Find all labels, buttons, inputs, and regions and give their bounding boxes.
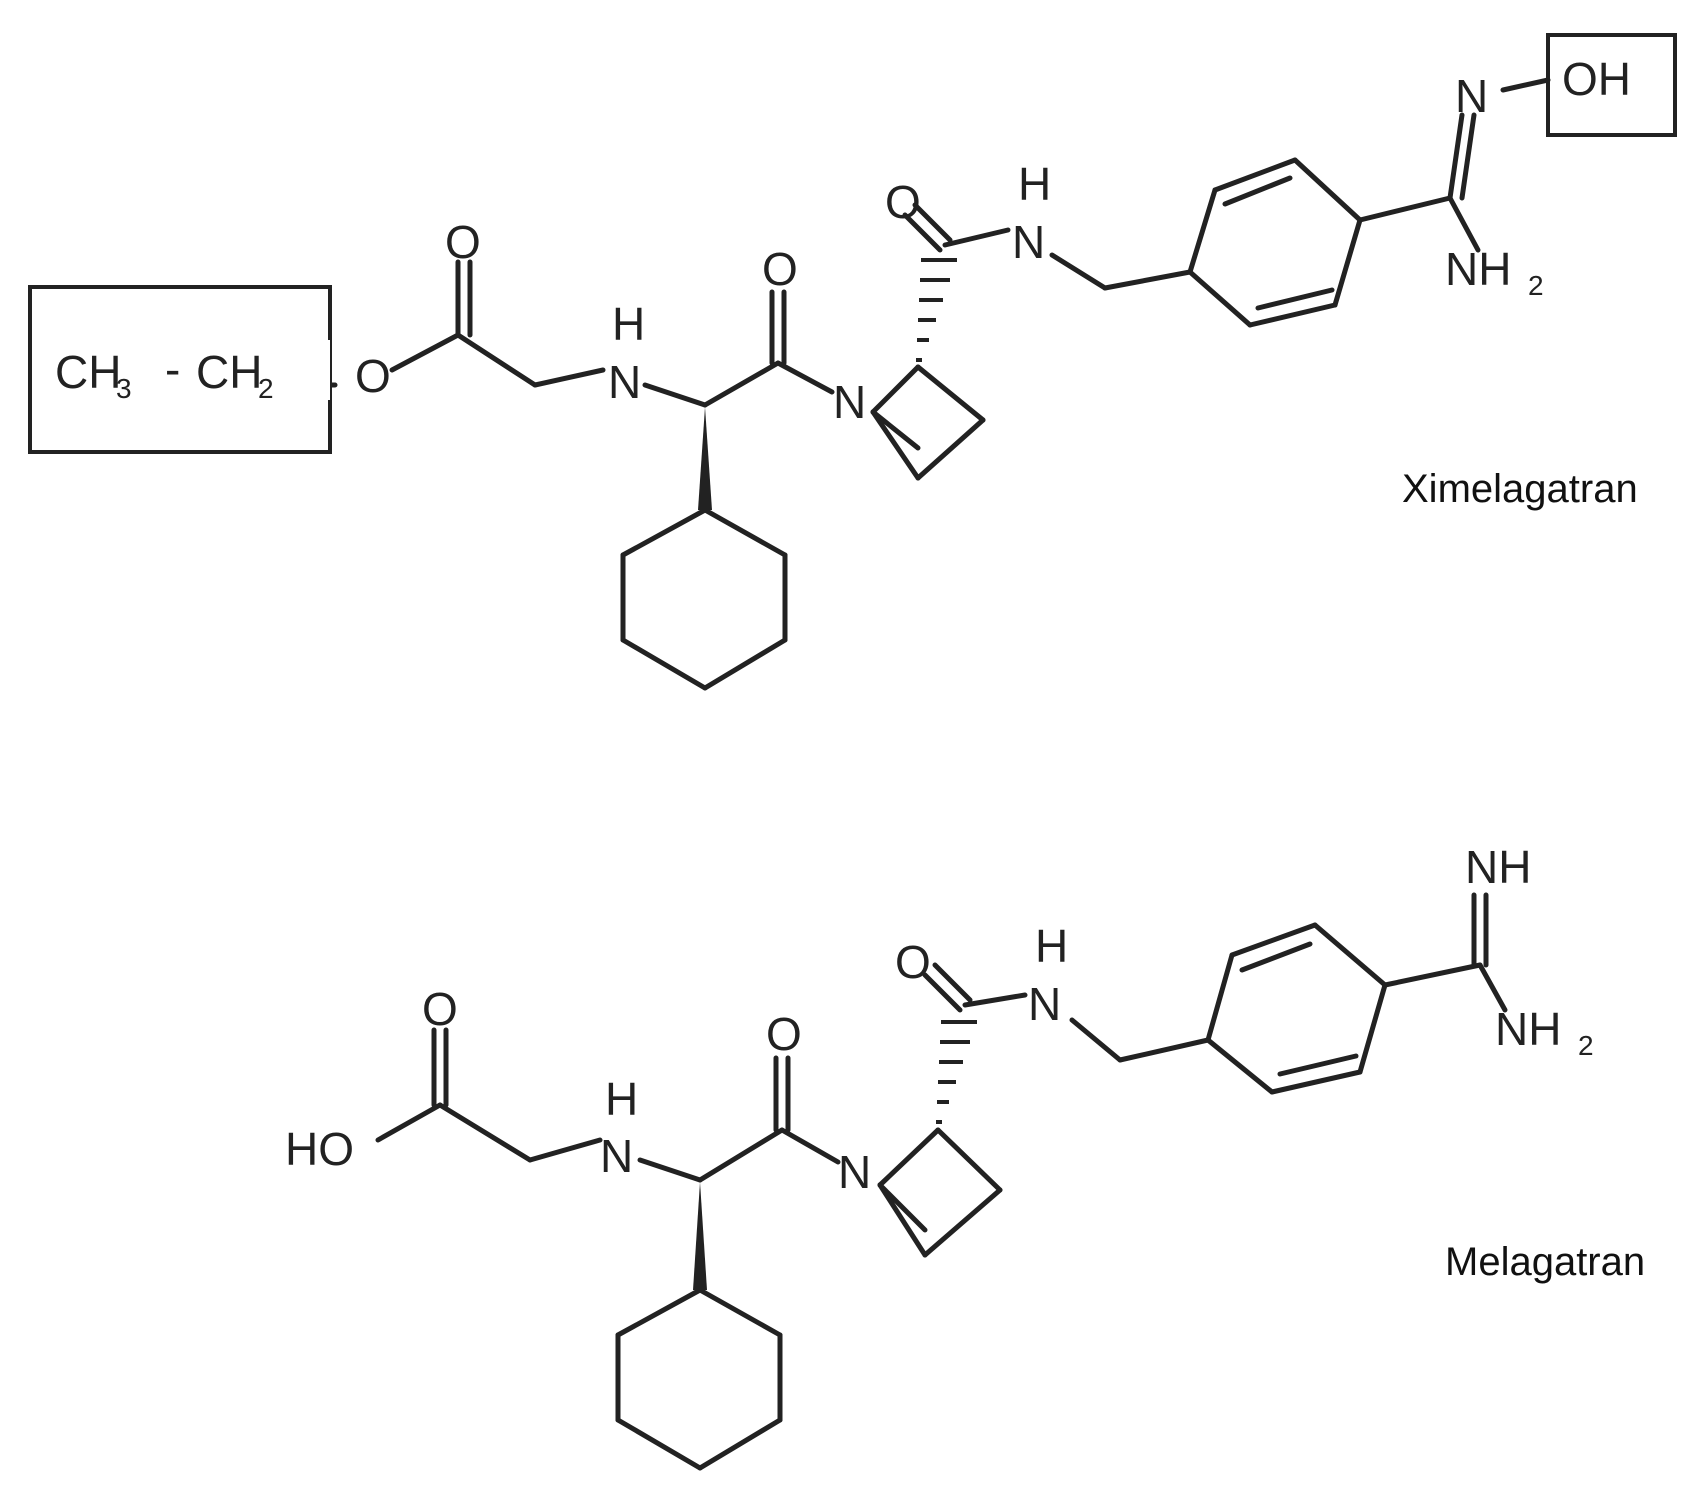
amide-nitrogen-label: N [1028,978,1061,1030]
carboxylic-hydroxyl-label: HO [285,1123,354,1175]
amide-carbonyl-oxygen-label: O [766,1008,802,1060]
amide-hydrogen-label: H [1018,158,1051,210]
amine-nitrogen-label: N [600,1130,633,1182]
ximelagatran-bonds [282,77,1551,691]
ximelagatran-name-label: Ximelagatran [1402,467,1638,511]
ethyl-ch3-subscript: 3 [116,373,132,404]
ester-oxygen-label: O [355,350,391,402]
amide-nitrogen-label: N [1012,216,1045,268]
melagatran-bonds [375,892,1508,1471]
amine-hydrogen-label: H [612,298,645,350]
ximelagatran-stereo-wedge [698,407,712,510]
amidine-nh2-subscript: 2 [1578,1030,1594,1061]
amine-hydrogen-label: H [605,1073,638,1125]
amide-carbonyl-oxygen-label: O [762,243,798,295]
oxime-nitrogen-label: N [1455,70,1488,122]
azetidine-nitrogen-label: N [838,1146,871,1198]
amide-hydrogen-label: H [1035,920,1068,972]
melagatran-stereo-wedge [693,1182,707,1290]
azetidine-nitrogen-label: N [833,376,866,428]
ethyl-dash-label: - [165,343,180,395]
melagatran-structure: HO O H N O N O H N NH NH 2 Melagatran [285,841,1645,1471]
carboxamide-oxygen-label: O [885,176,921,228]
amine-nitrogen-label: N [608,356,641,408]
ethyl-ch3-label: CH [55,346,121,398]
hydroxyl-highlight-box [1546,33,1677,137]
oxime-hydroxyl-label: OH [1562,53,1631,105]
methylene-ch2-subscript: 2 [258,373,274,404]
ximelagatran-stereo-hash [916,258,957,362]
melagatran-name-label: Melagatran [1445,1240,1645,1284]
amidine-nh2-label: NH [1445,243,1511,295]
melagatran-stereo-hash [936,1020,977,1124]
amidine-nh2-subscript: 2 [1528,270,1544,301]
amidine-imine-nh-label: NH [1465,841,1531,893]
ester-carbonyl-oxygen-label: O [445,216,481,268]
carboxamide-oxygen-label: O [895,936,931,988]
carboxylic-carbonyl-oxygen-label: O [422,983,458,1035]
methylene-ch2-label: CH [196,346,262,398]
ximelagatran-structure: CH 3 - CH 2 O O H N O N O H N N OH NH 2 … [28,33,1677,691]
amidine-nh2-label: NH [1495,1003,1561,1055]
